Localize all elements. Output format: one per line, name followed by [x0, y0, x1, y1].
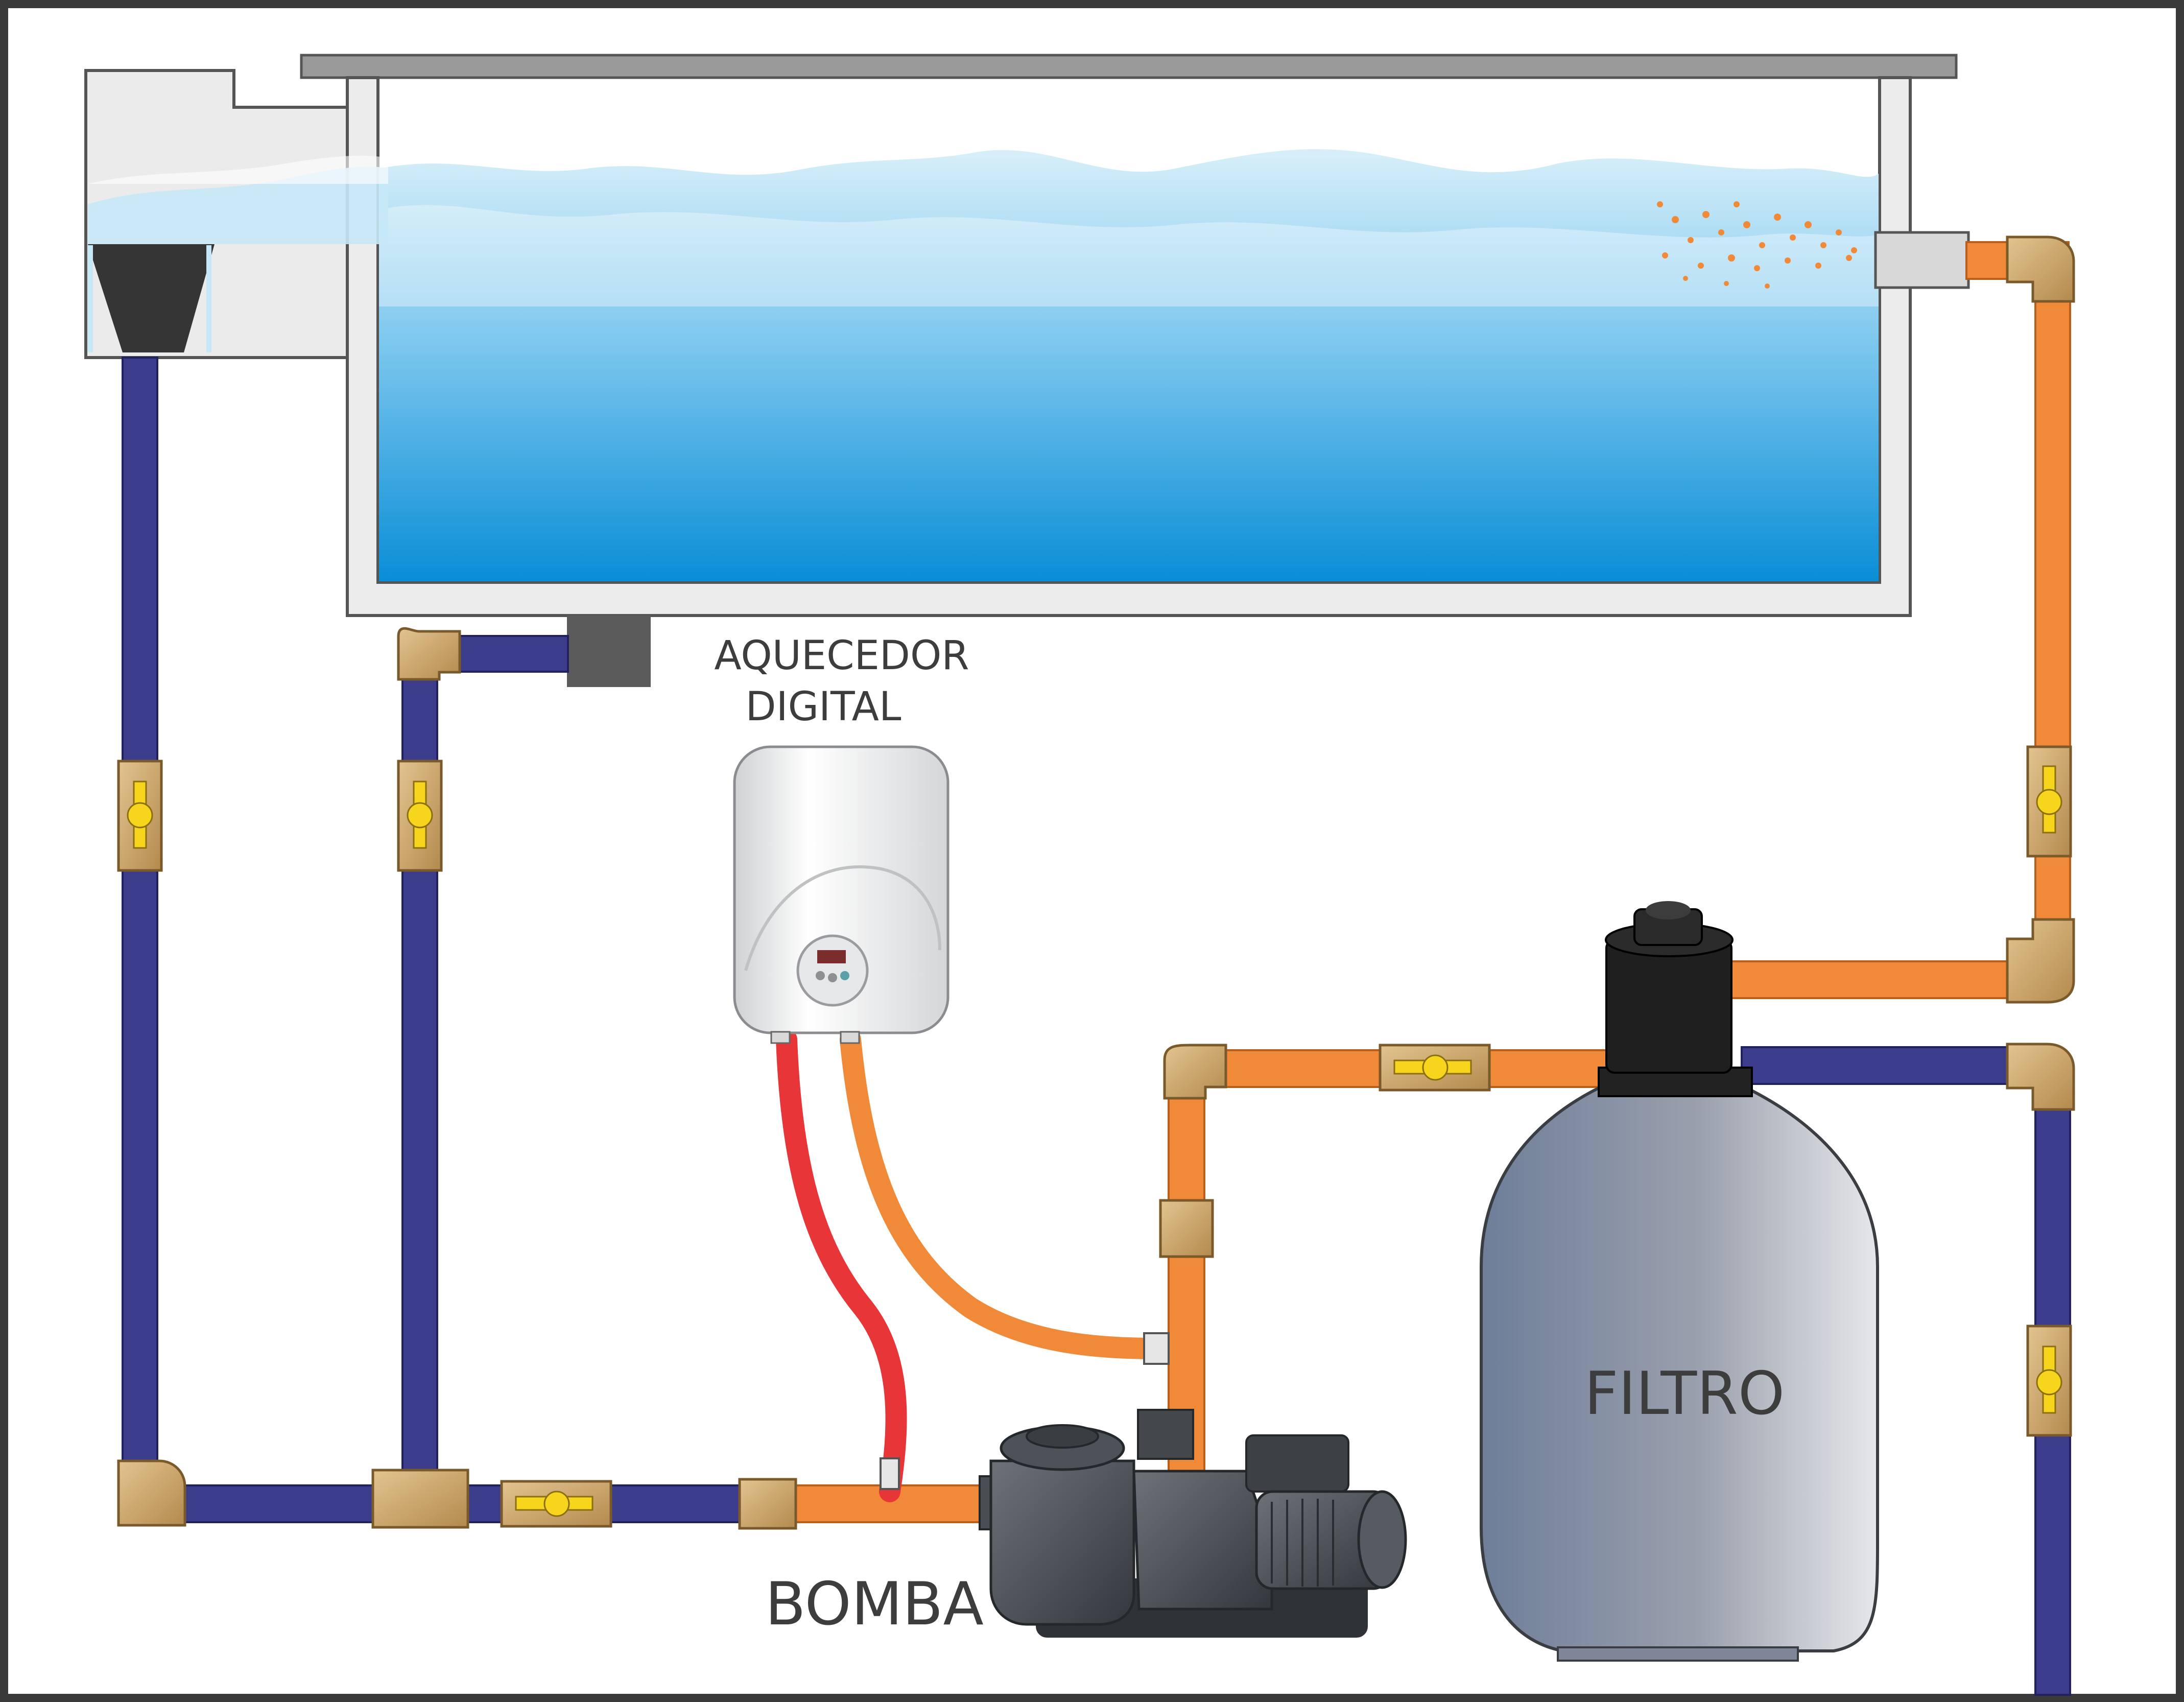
- pool-deck: [300, 54, 1958, 79]
- heater-label-line2: DIGITAL: [746, 684, 901, 730]
- sand-filter: [1480, 901, 1880, 1662]
- tee-fitting: [371, 1469, 469, 1529]
- bottom-drain: [567, 616, 651, 687]
- valve-middle-vertical: [397, 760, 443, 872]
- digital-heater: [733, 745, 949, 1044]
- heater-label-line1: AQUECEDOR: [714, 633, 969, 679]
- union-pump-inlet: [738, 1478, 797, 1530]
- pump-label: BOMBA: [765, 1570, 984, 1639]
- filter-label: FILTRO: [1584, 1359, 1785, 1428]
- union-pump-outlet: [1159, 1199, 1214, 1258]
- valve-right-return: [2026, 745, 2072, 858]
- valve-bottom-horizontal: [500, 1480, 612, 1528]
- elbow-fittings: [117, 235, 2075, 1527]
- hose-tee-connector: [1143, 1332, 1170, 1365]
- valve-right-drain: [2026, 1325, 2072, 1437]
- hot-water-hose: [776, 1029, 907, 1502]
- elbow-bottom-left: [117, 1459, 186, 1527]
- cold-water-hose: [840, 1029, 1165, 1359]
- valve-filter-inlet: [1379, 1044, 1491, 1092]
- pool-water: [88, 149, 1879, 581]
- return-inlet: [1874, 231, 1970, 289]
- pool-pump: [979, 1409, 1407, 1638]
- filter-multiport-valve: [1605, 939, 1732, 1074]
- elbow-mid-right: [2006, 918, 2075, 1004]
- elbow-right-blue: [2006, 1043, 2075, 1111]
- heater-control-panel: [796, 934, 869, 1007]
- elbow-top-middle: [397, 627, 461, 681]
- hose-inlet-connector: [880, 1457, 900, 1490]
- heater-display: [817, 950, 846, 963]
- valve-left-vertical: [117, 760, 163, 872]
- elbow-top-right: [2006, 235, 2075, 303]
- pool-structure: [346, 76, 1912, 617]
- return-inlet-spray: [1657, 201, 1857, 289]
- elbow-pump-return: [1163, 1044, 1227, 1100]
